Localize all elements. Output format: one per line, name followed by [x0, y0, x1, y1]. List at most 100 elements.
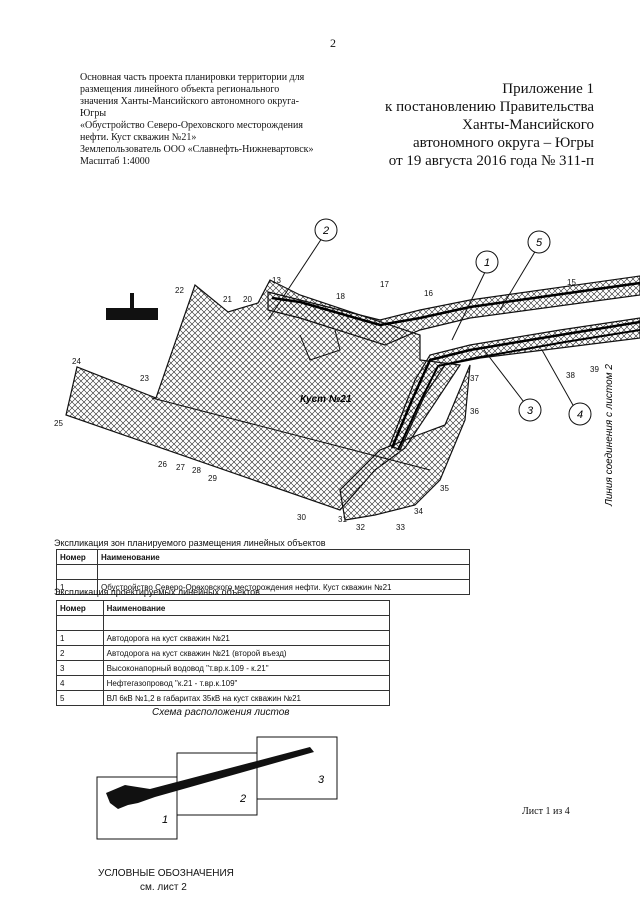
sheet-3-frame [256, 736, 338, 800]
route-shape [106, 747, 314, 809]
point-number: 34 [414, 507, 423, 516]
point-number: 39 [590, 365, 599, 374]
table-header-row: Номер Наименование [55, 549, 470, 565]
point-number: 25 [54, 419, 63, 428]
appendix-line: от 19 августа 2016 года № 311-п [388, 153, 594, 169]
callout-leader [541, 349, 579, 415]
north-arrow-icon [106, 293, 158, 320]
table-header-row: Номер Наименование [56, 600, 391, 616]
point-number: 32 [356, 523, 365, 532]
appendix-line: к постановлению Правительства [385, 99, 594, 115]
site-map: 2 1 5 3 4 Куст №21 13 15 16 17 18 20 21 … [54, 218, 640, 532]
scale: Масштаб 1:4000 [80, 156, 150, 167]
legend-title: УСЛОВНЫЕ ОБОЗНАЧЕНИЯ [98, 868, 234, 879]
pipeline-line [390, 320, 640, 449]
row-name: Автодорога на куст скважин №21 (второй в… [102, 645, 391, 661]
table-cell [56, 615, 104, 631]
callout-leader [451, 269, 487, 341]
row-name: Нефтегазопровод "к.21 - т.вр.к.109" [102, 675, 391, 691]
waterline-line [397, 329, 640, 451]
pad-inner-line [151, 397, 431, 471]
point-number: 38 [566, 371, 575, 380]
project-line: Основная часть проекта планировки террит… [80, 72, 305, 83]
point-number: 24 [72, 357, 81, 366]
zones-table-title: Экспликация зон планируемого размещения … [54, 538, 326, 548]
appendix-line: Ханты-Мансийского [462, 117, 594, 133]
table-row: 1 Автодорога на куст скважин №21 [56, 630, 391, 646]
callout-label: 2 [322, 225, 329, 237]
row-number: 4 [56, 675, 104, 691]
callout-5: 5 [527, 230, 551, 254]
table-row: 3 Высоконапорный водовод "т.вр.к.109 - к… [56, 660, 391, 676]
column-header: Наименование [102, 600, 391, 616]
page-number: 2 [330, 36, 336, 50]
project-header: Основная часть проекта планировки террит… [80, 72, 340, 168]
sheet-scheme: 1 2 3 [96, 736, 338, 840]
project-line: значения Ханты-Мансийского автономного о… [80, 96, 299, 107]
appendix-line: автономного округа – Югры [412, 135, 594, 151]
point-number: 27 [176, 463, 185, 472]
table-cell [102, 615, 391, 631]
project-line: нефти. Куст скважин №21» [80, 132, 197, 143]
point-number: 33 [396, 523, 405, 532]
sheet-scheme-title: Схема расположения листов [152, 707, 290, 718]
land-user: Землепользователь ООО «Славнефть-Нижнева… [80, 144, 314, 155]
point-number: 30 [297, 513, 306, 522]
point-number: 26 [158, 460, 167, 469]
point-number: 31 [338, 515, 347, 524]
row-name: Обустройство Северо-Ореховского месторож… [97, 579, 470, 595]
column-header: Номер [55, 549, 99, 565]
row-number: 3 [56, 660, 104, 676]
callout-label: 4 [577, 409, 583, 421]
pad-extension-zone [339, 364, 471, 521]
point-number: 29 [208, 474, 217, 483]
row-number: 2 [56, 645, 104, 661]
sheet-number: 2 [239, 793, 246, 805]
sheet-number: 1 [162, 814, 168, 826]
point-number: 16 [424, 289, 433, 298]
column-header: Номер [56, 600, 104, 616]
table-cell [97, 564, 470, 580]
project-line: размещения линейного объекта регионально… [80, 84, 280, 95]
pad-inner-line [299, 329, 341, 361]
callout-label: 1 [484, 257, 490, 269]
legend-note: см. лист 2 [140, 882, 187, 893]
point-number: 28 [192, 466, 201, 475]
callout-leader [483, 349, 531, 411]
road-line [271, 281, 640, 327]
project-line: Югры [80, 108, 107, 119]
point-number: 20 [243, 295, 252, 304]
callout-leader [267, 237, 323, 321]
callout-2: 2 [314, 218, 338, 242]
column-header: Наименование [97, 549, 470, 565]
callout-label: 5 [536, 237, 543, 249]
table-row: 1 Обустройство Северо-Ореховского местор… [55, 579, 470, 595]
point-number: 35 [440, 484, 449, 493]
sheet-number: 3 [318, 774, 325, 786]
point-number: 13 [272, 276, 281, 285]
table-row: 5 ВЛ 6кВ №1,2 в габаритах 35кВ на куст с… [56, 690, 391, 706]
point-number: 36 [470, 407, 479, 416]
point-number: 21 [223, 295, 232, 304]
table-cell [55, 564, 99, 580]
sheet-label: Лист 1 из 4 [522, 806, 570, 817]
table-row: 4 Нефтегазопровод "к.21 - т.вр.к.109" [56, 675, 391, 691]
point-number: 22 [175, 286, 184, 295]
project-line: «Обустройство Северо-Ореховского месторо… [80, 120, 303, 131]
objects-table: Номер Наименование 1 Автодорога на куст … [56, 600, 391, 706]
appendix-line: Приложение 1 [502, 81, 594, 97]
row-name: Автодорога на куст скважин №21 [102, 630, 391, 646]
corridor-pipelines [389, 317, 640, 451]
point-number: 23 [140, 374, 149, 383]
connection-label: Линия соединения с листом 2 [604, 364, 615, 507]
appendix-block: Приложение 1 к постановлению Правительст… [334, 80, 594, 170]
callout-leader [499, 249, 537, 311]
row-number: 1 [55, 579, 99, 595]
callout-3: 3 [518, 398, 542, 422]
point-number: 15 [567, 278, 576, 287]
callout-1: 1 [475, 250, 499, 274]
point-number: 37 [470, 374, 479, 383]
row-number: 1 [56, 630, 104, 646]
zones-table: Номер Наименование 1 Обустройство Северо… [55, 549, 470, 595]
objects-table-title: Экспликация проектируемых линейных объек… [54, 587, 260, 597]
